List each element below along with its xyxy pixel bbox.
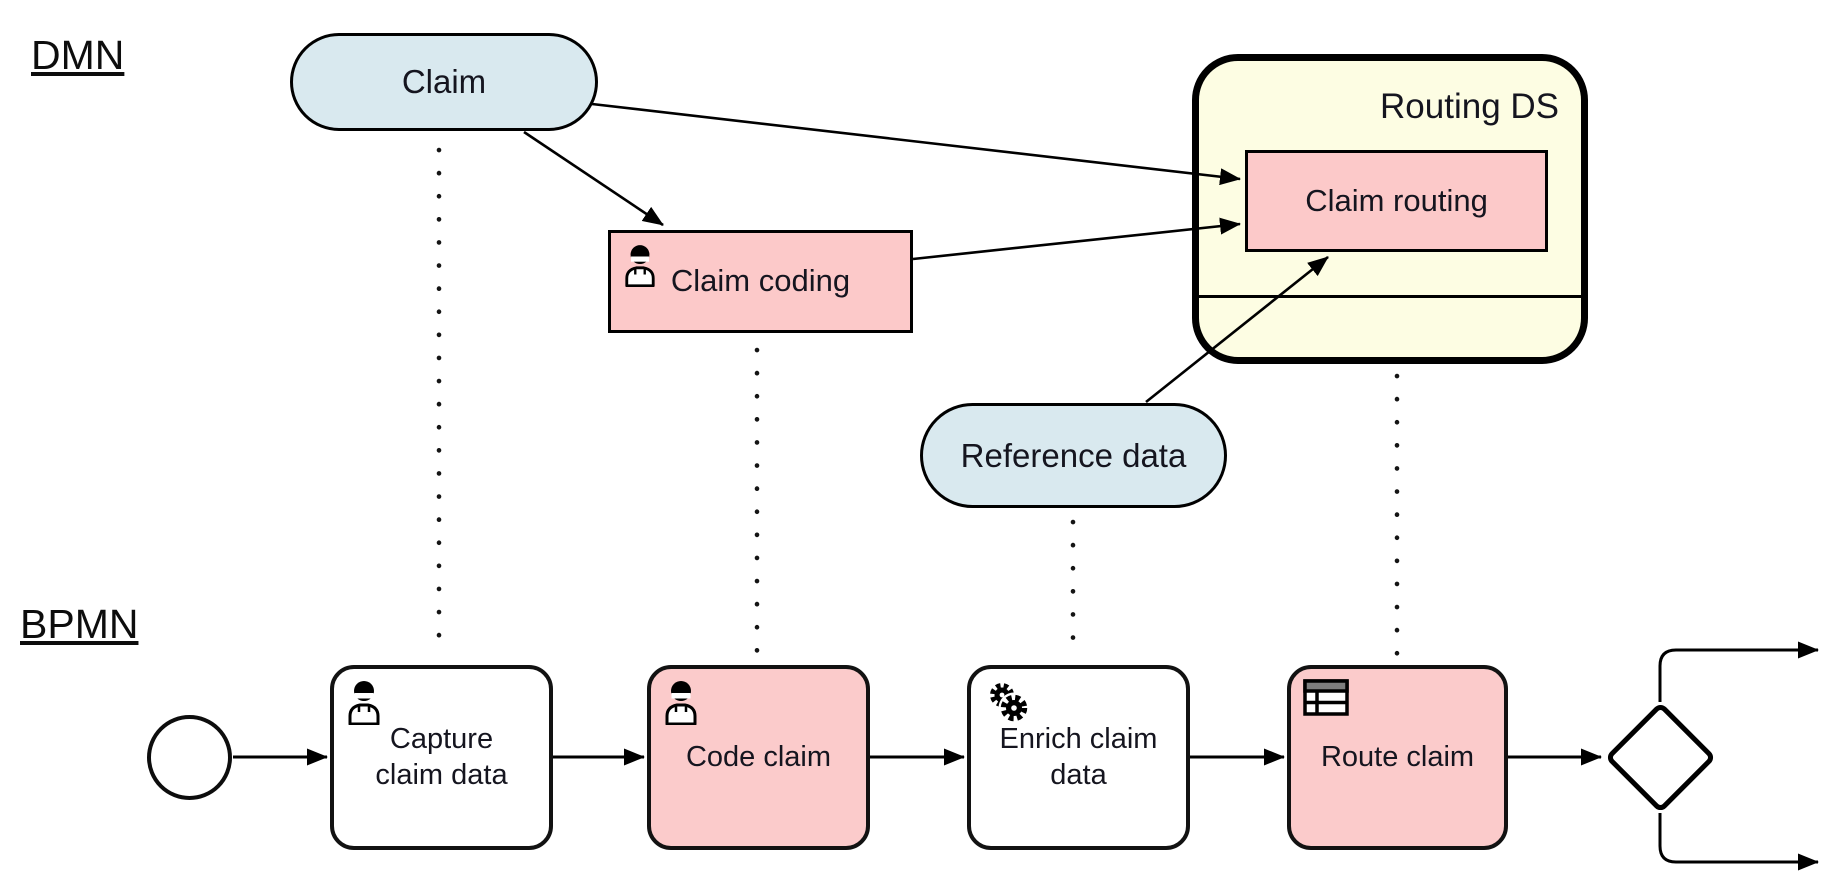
input-data-claim-label: Claim [401, 63, 487, 100]
person-icon [625, 245, 655, 287]
arrow-claim-coding-to-claim-routing [912, 217, 1241, 261]
task-enrich-claim-data-label: Enrich claim data [999, 722, 1158, 791]
decision-service-routing-ds: Routing DS Claim routing [1192, 54, 1588, 364]
flow-gateway-out-bottom [1658, 813, 1819, 871]
arrow-claim-to-claim-coding [523, 130, 664, 227]
decision-claim-coding: Claim coding [608, 230, 913, 333]
start-event [147, 715, 232, 800]
decision-service-title: Routing DS [1380, 87, 1559, 126]
decision-claim-coding-label: Claim coding [670, 263, 851, 299]
task-route-claim-label: Route claim [1320, 740, 1475, 773]
decision-claim-routing-label: Claim routing [1305, 182, 1488, 218]
input-data-reference-data: Reference data [920, 403, 1227, 508]
exclusive-gateway [1604, 701, 1717, 814]
task-capture-claim-data: Capture claim data [330, 665, 553, 850]
task-code-claim: Code claim [647, 665, 870, 850]
bpmn-layer-label: BPMN [20, 601, 139, 647]
gears-icon [990, 683, 1030, 724]
task-code-claim-label: Code claim [685, 740, 832, 773]
task-capture-claim-data-label: Capture claim data [375, 722, 508, 791]
dmn-layer-label: DMN [31, 32, 125, 78]
task-enrich-claim-data: Enrich claim data [967, 665, 1190, 850]
decision-claim-routing: Claim routing [1245, 150, 1548, 252]
flow-gateway-out-top [1658, 641, 1819, 702]
input-data-claim: Claim [290, 33, 598, 131]
table-icon [1303, 679, 1349, 716]
person-icon [348, 681, 380, 725]
decision-service-divider [1199, 295, 1581, 298]
person-icon [665, 681, 697, 725]
task-route-claim: Route claim [1287, 665, 1508, 850]
input-data-reference-data-label: Reference data [960, 436, 1187, 474]
arrow-claim-to-claim-routing [591, 102, 1241, 186]
